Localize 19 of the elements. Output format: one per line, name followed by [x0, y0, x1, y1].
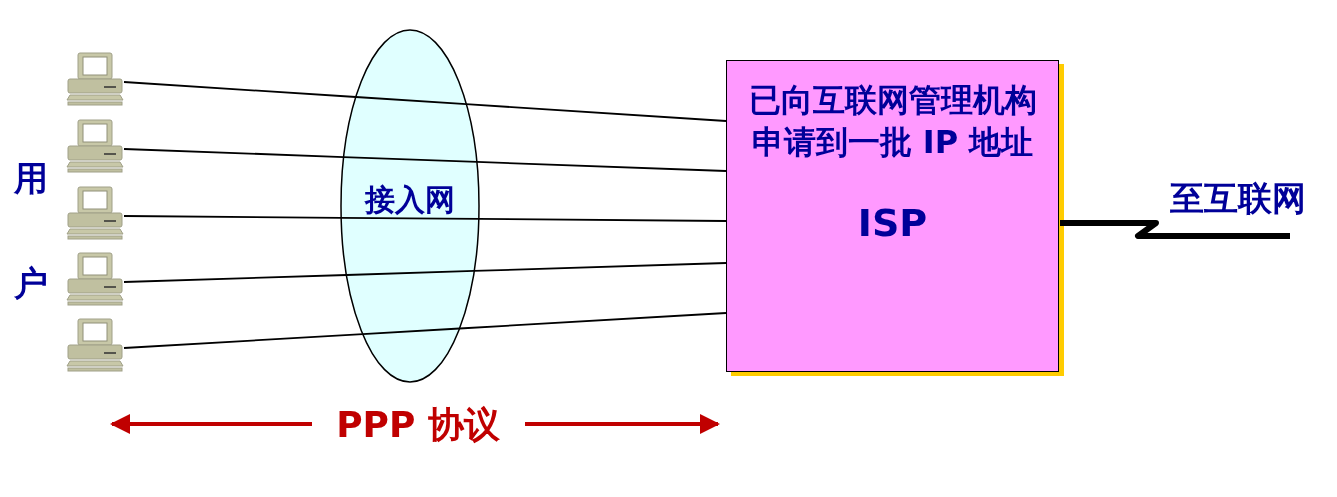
connector-line [473, 262, 727, 272]
access-network-ellipse [340, 29, 480, 383]
computer-icon [66, 186, 124, 240]
box-heading: 已向互联网管理机构申请到一批 IP 地址 [747, 80, 1038, 163]
box-title: ISP [856, 201, 929, 245]
computer-icon [66, 318, 124, 372]
connector-line [123, 274, 348, 283]
destination-label: 至互联网 [1150, 178, 1325, 236]
connector-line [1060, 220, 1290, 239]
connector-line [123, 81, 357, 98]
connector-line [123, 333, 364, 349]
computer-icon [66, 252, 124, 306]
connector-line [458, 312, 727, 330]
side-label: 用户 [14, 157, 49, 305]
connector-line [465, 103, 727, 122]
computer-icon [66, 52, 124, 106]
computer-icon [66, 119, 124, 173]
network-label: 接入网 [363, 183, 456, 217]
protocol-label: PPP 协议 [335, 404, 501, 446]
